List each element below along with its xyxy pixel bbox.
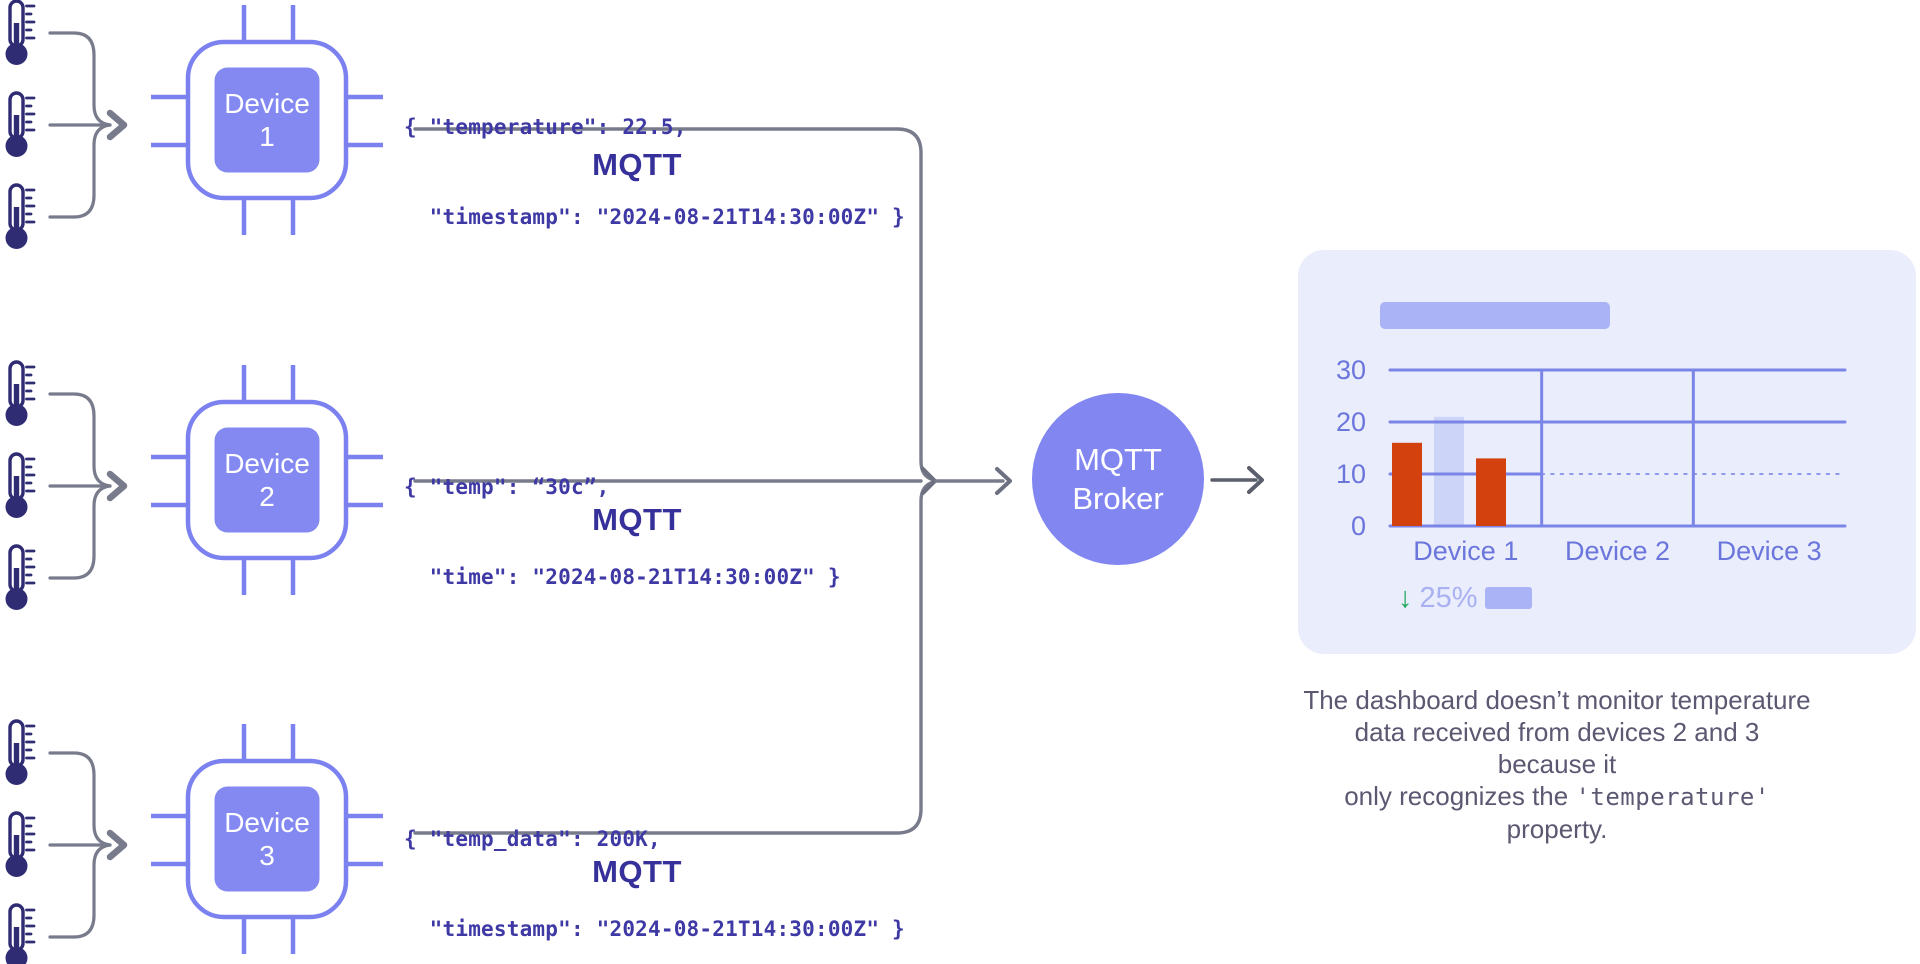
x-category-label: Device 3: [1717, 536, 1822, 566]
device1-payload: { "temperature": 22.5, "timestamp": "202…: [404, 52, 905, 292]
sensor-arrow-icon: [106, 829, 128, 861]
x-category-label: Device 1: [1413, 536, 1518, 566]
y-tick-label: 20: [1336, 407, 1366, 437]
device3-payload: { "temp_data": 200K, "timestamp": "2024-…: [404, 764, 905, 964]
device2-payload: { "temp": “30c”, "time": "2024-08-21T14:…: [404, 412, 841, 652]
device-number: 3: [259, 840, 275, 871]
chart-title-placeholder: [1380, 302, 1610, 329]
y-tick-label: 0: [1351, 511, 1366, 541]
device2-protocol-label: MQTT: [592, 502, 682, 537]
caption-line3-suffix: property.: [1506, 814, 1608, 844]
payload-line: "timestamp": "2024-08-21T14:30:00Z" }: [404, 205, 905, 229]
device-number: 2: [259, 481, 275, 512]
sensor-group-3: [3, 719, 128, 964]
sensor-arrow-icon: [106, 470, 128, 502]
thermometer-icon: [3, 360, 36, 428]
device1-label: Device 1: [188, 42, 346, 198]
device3-chip: Device 3: [151, 724, 383, 954]
broker-input-arrow-icon: [995, 467, 1012, 495]
payload-line: { "temp_data": 200K,: [404, 827, 661, 851]
device3-mqtt-wire: [413, 480, 936, 835]
device1-chip: Device 1: [151, 5, 383, 235]
payload-line: { "temperature": 22.5,: [404, 115, 687, 139]
stat-label-placeholder: [1484, 587, 1532, 609]
device1-mqtt-wire: [413, 127, 936, 482]
device2-chip: Device 2: [151, 365, 383, 595]
merge-chevron-icon: [921, 467, 937, 495]
thermometer-icon: [3, 719, 36, 787]
sensor-bracket: [48, 31, 112, 219]
chip-icon: [151, 365, 383, 595]
dashboard-caption: The dashboard doesn’t monitor temperatur…: [1302, 684, 1812, 845]
device2-label: Device 2: [188, 402, 346, 558]
caption-line2: data received from devices 2 and 3 becau…: [1354, 717, 1760, 779]
device-name: Device: [224, 88, 310, 119]
device-number: 1: [259, 121, 275, 152]
device1-protocol-label: MQTT: [592, 147, 682, 182]
sensor-bracket: [48, 751, 112, 939]
caption-line1: The dashboard doesn’t monitor temperatur…: [1303, 685, 1811, 715]
broker-label-line2: Broker: [1072, 481, 1164, 516]
device3-protocol-label: MQTT: [592, 854, 682, 889]
thermometer-icon: [3, 183, 36, 251]
bar-muted-device1: [1434, 416, 1464, 526]
y-tick-label: 10: [1336, 459, 1366, 489]
thermometer-icon: [3, 903, 36, 964]
sensor-group-1: [3, 0, 128, 251]
bar-device1: [1392, 442, 1422, 526]
chip-icon: [151, 724, 383, 954]
caption-line3: only recognizes the 'temperature' proper…: [1302, 780, 1812, 845]
caption-line3-prefix: only recognizes the: [1344, 781, 1576, 811]
thermometer-icon: [3, 91, 36, 159]
device-name: Device: [224, 448, 310, 479]
thermometer-icon: [3, 452, 36, 520]
broker-label-line1: MQTT: [1074, 442, 1162, 477]
device-name: Device: [224, 807, 310, 838]
bar-device1: [1476, 458, 1506, 526]
sensor-arrow-icon: [106, 109, 128, 141]
y-tick-label: 30: [1336, 355, 1366, 385]
mqtt-broker-node: MQTT Broker: [1032, 393, 1204, 565]
trend-down-arrow-icon: ↓: [1398, 581, 1413, 614]
caption-temperature-code: 'temperature': [1575, 783, 1770, 811]
stat-value: 25%: [1419, 581, 1478, 614]
payload-line: "time": "2024-08-21T14:30:00Z" }: [404, 565, 841, 589]
thermometer-icon: [3, 544, 36, 612]
broker-output-arrow-icon: [1247, 466, 1264, 494]
stat-row: ↓ 25%: [1398, 580, 1532, 616]
payload-line: "timestamp": "2024-08-21T14:30:00Z" }: [404, 917, 905, 941]
sensor-bracket: [48, 392, 112, 580]
chip-icon: [151, 5, 383, 235]
thermometer-icon: [3, 0, 36, 67]
x-category-label: Device 2: [1565, 536, 1670, 566]
payload-line: { "temp": “30c”,: [404, 475, 610, 499]
sensor-group-2: [3, 360, 128, 612]
device3-label: Device 3: [188, 761, 346, 917]
thermometer-icon: [3, 811, 36, 879]
